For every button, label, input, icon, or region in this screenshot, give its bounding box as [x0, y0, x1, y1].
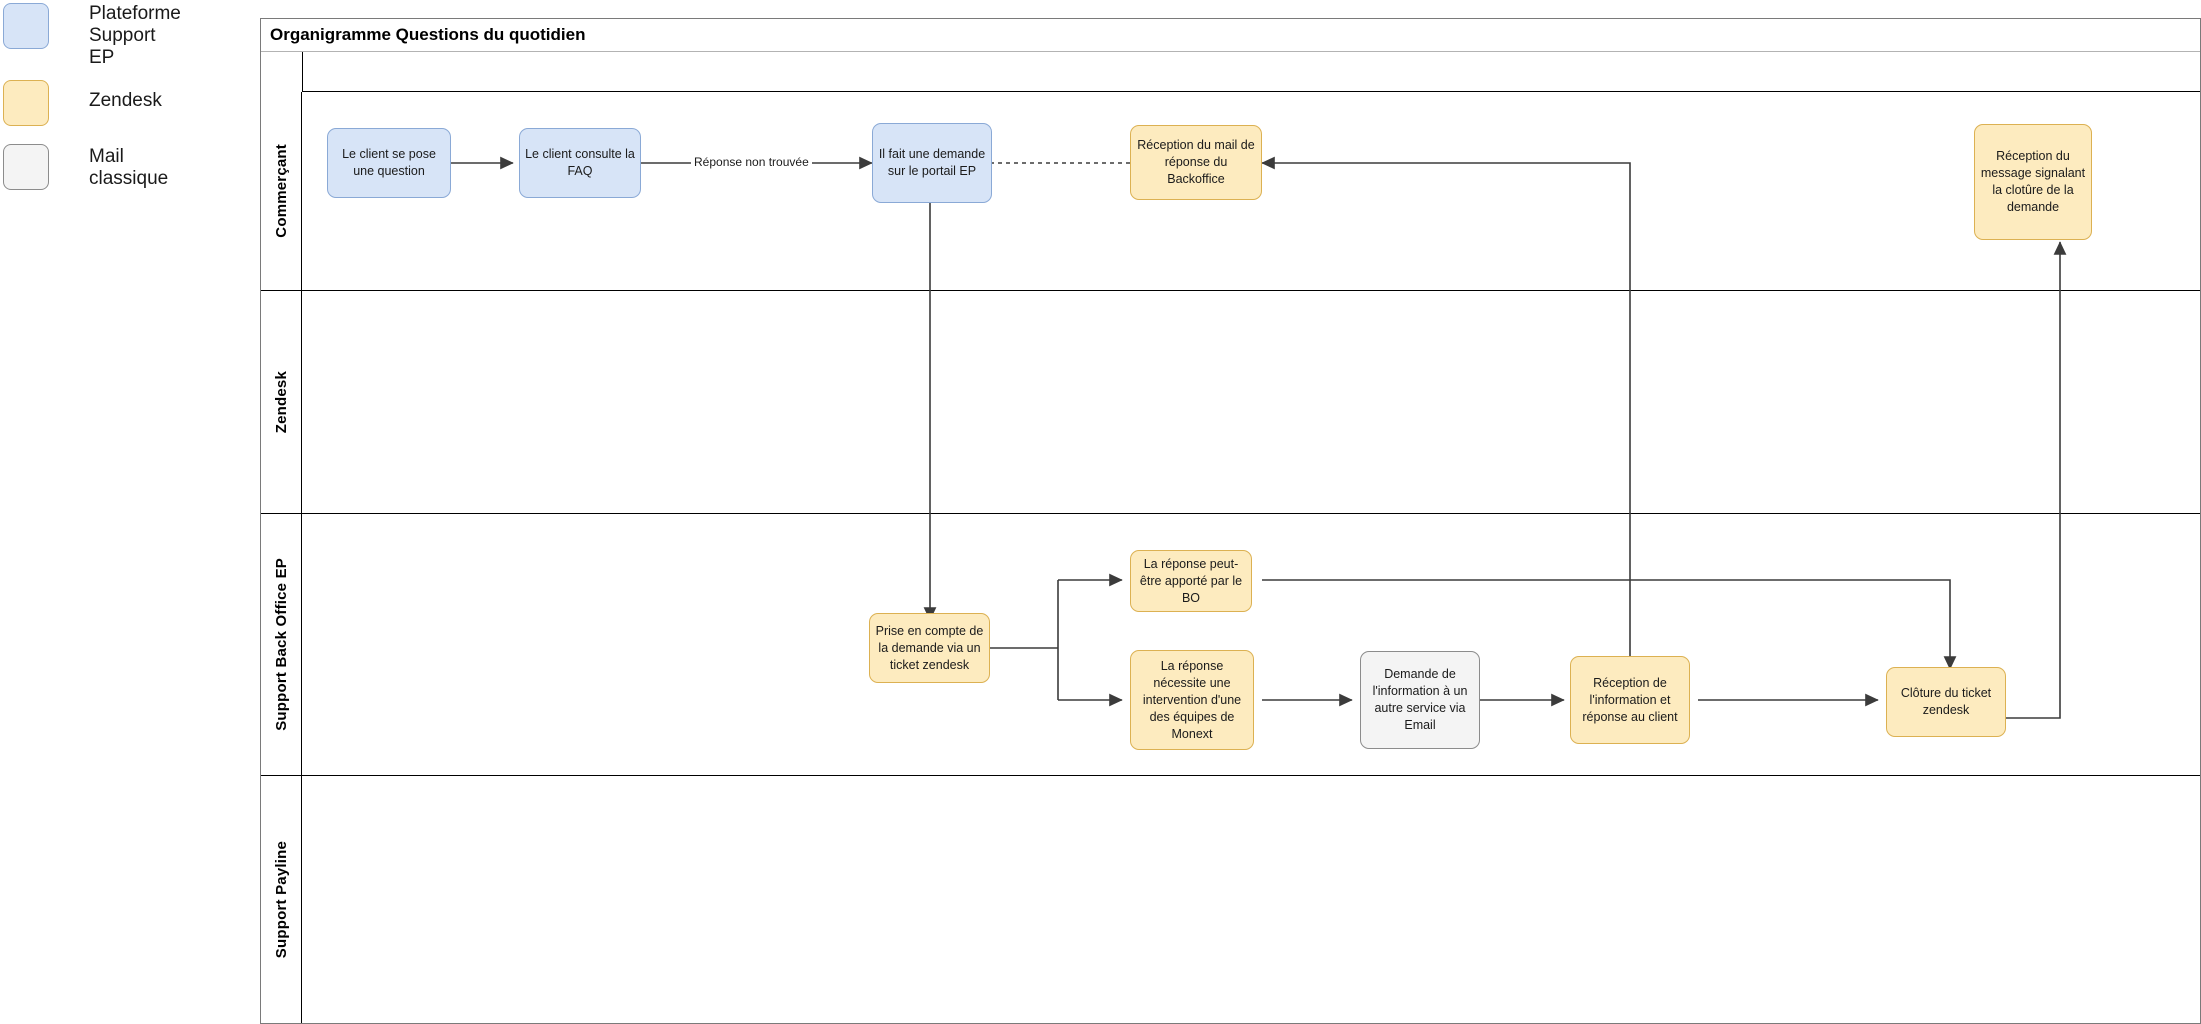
- lane-label-commercant: Commerçant: [272, 144, 290, 238]
- legend-label-mail-classique: Mail classique: [89, 146, 169, 189]
- lane-header-commercant: Commerçant: [261, 92, 302, 290]
- legend-swatch-blue: [3, 3, 49, 49]
- legend-swatch-amber: [3, 80, 49, 126]
- lane-support-payline: Support Payline: [261, 776, 2200, 1023]
- legend-swatch-grey: [3, 144, 49, 190]
- node-demande-email[interactable]: Demande de l'information à un autre serv…: [1360, 651, 1480, 749]
- lane-header-zendesk: Zendesk: [261, 291, 302, 513]
- pool-title: Organigramme Questions du quotidien: [261, 19, 2200, 52]
- legend: Plateforme Support EP Zendesk Mail class…: [0, 0, 260, 220]
- legend-label-plateforme-support-ep: Plateforme Support EP: [89, 3, 181, 68]
- node-reception-info[interactable]: Réception de l'information et réponse au…: [1570, 656, 1690, 744]
- node-client-faq[interactable]: Le client consulte la FAQ: [519, 128, 641, 198]
- lane-label-support-back-office-ep: Support Back Office EP: [272, 558, 290, 731]
- legend-item-zendesk: Zendesk: [3, 80, 162, 126]
- node-cloture-ticket[interactable]: Clôture du ticket zendesk: [1886, 667, 2006, 737]
- lane-zendesk: Zendesk: [261, 291, 2200, 514]
- legend-item-plateforme-support-ep: Plateforme Support EP: [3, 3, 181, 69]
- lane-body-zendesk: [302, 291, 2200, 513]
- lane-label-support-payline: Support Payline: [272, 840, 290, 959]
- node-client-question[interactable]: Le client se pose une question: [327, 128, 451, 198]
- node-demande-portail[interactable]: Il fait une demande sur le portail EP: [872, 123, 992, 203]
- lane-body-support-payline: [302, 776, 2200, 1023]
- node-prise-en-compte[interactable]: Prise en compte de la demande via un tic…: [869, 613, 990, 683]
- node-reponse-monext[interactable]: La réponse nécessite une intervention d'…: [1130, 650, 1254, 750]
- legend-label-zendesk: Zendesk: [89, 90, 162, 111]
- lane-label-zendesk: Zendesk: [272, 370, 290, 434]
- node-reception-cloture[interactable]: Réception du message signalant la clotûr…: [1974, 124, 2092, 240]
- edge-label-reponse-non-trouvee: Réponse non trouvée: [691, 155, 812, 169]
- lane-header-support-payline: Support Payline: [261, 776, 302, 1023]
- lane-header-support-back-office-ep: Support Back Office EP: [261, 514, 302, 775]
- pool-header-strip: [302, 52, 2200, 92]
- node-reception-mail[interactable]: Réception du mail de réponse du Backoffi…: [1130, 125, 1262, 200]
- legend-item-mail-classique: Mail classique: [3, 144, 168, 190]
- node-reponse-bo[interactable]: La réponse peut-être apporté par le BO: [1130, 550, 1252, 612]
